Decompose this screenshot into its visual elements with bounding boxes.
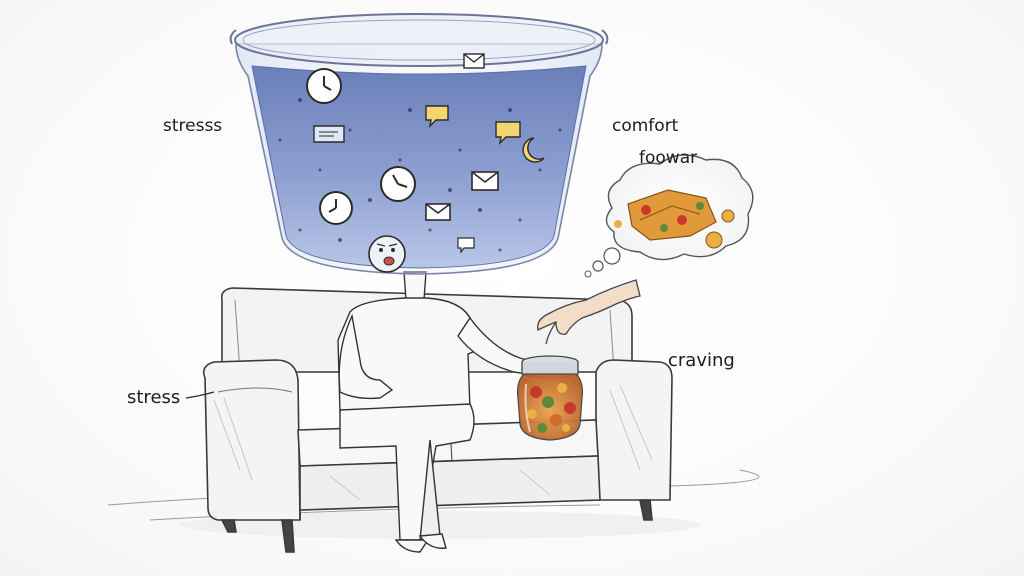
annotation-stress-side: stress (127, 387, 181, 408)
water-particles (278, 98, 562, 252)
clock-icon (380, 166, 416, 202)
cookie-jar (516, 355, 584, 441)
seated-person (337, 271, 541, 553)
jar-contents (527, 383, 576, 433)
speech-bubble-icon (425, 105, 449, 129)
crescent-moon-icon (522, 137, 545, 163)
stress-pointer-line (185, 391, 215, 399)
envelope-icon (471, 171, 499, 191)
speech-bubble-icon (457, 237, 475, 254)
annotation-stress-top: stresss (163, 116, 223, 136)
speech-bubble-icon (495, 121, 521, 146)
envelope-icon (425, 203, 451, 221)
clock-icon (319, 191, 353, 225)
annotation-comfort: comfort (612, 116, 679, 136)
clock-icon (306, 68, 342, 104)
stress-bucket (229, 13, 609, 275)
comfort-food-drawing (614, 189, 735, 249)
stressed-face-icon (368, 235, 406, 273)
speech-bubble-icon (313, 125, 345, 143)
envelope-icon (463, 53, 485, 69)
sofa (202, 287, 673, 553)
thought-cloud (584, 154, 754, 278)
reaching-hand (537, 279, 641, 345)
annotation-craving: craving (668, 350, 735, 371)
annotation-food: foowar (639, 148, 698, 168)
